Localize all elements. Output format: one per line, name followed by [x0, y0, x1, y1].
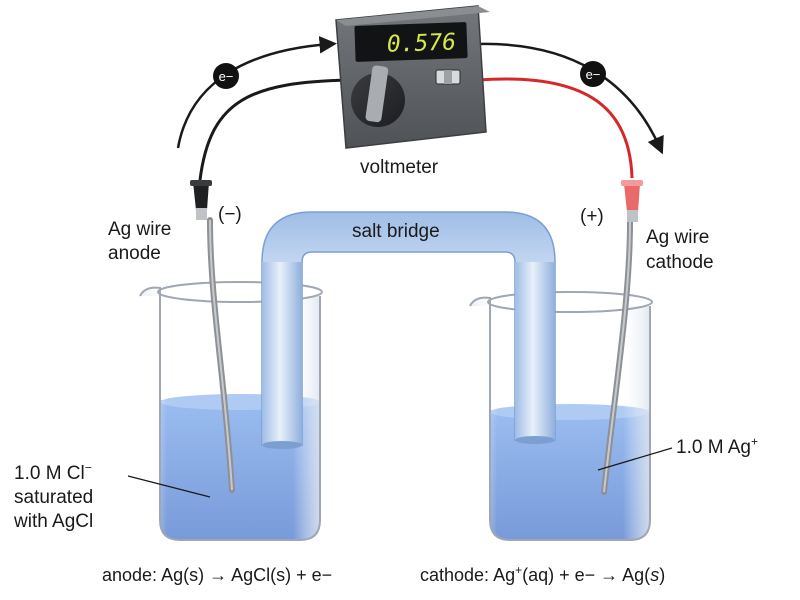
cathode-solution-text: 1.0 M Ag	[676, 437, 751, 458]
voltmeter-label: voltmeter	[360, 157, 439, 178]
cathode-label-line2: cathode	[646, 252, 714, 273]
cathode-reaction-prefix: cathode: Ag	[420, 565, 516, 585]
electron-label-right: e−	[586, 67, 601, 82]
cathode-solution-sup: +	[751, 434, 759, 449]
electron-flow-arrow-left	[176, 36, 337, 149]
salt-bridge	[261, 211, 556, 449]
anode-solution-label-line2: saturated	[14, 487, 94, 508]
cathode-solution-label: 1.0 M Ag+	[676, 436, 758, 460]
anode-solution-label-line3: with AgCl	[14, 511, 94, 532]
leader-cathode-solution	[597, 447, 673, 471]
knob-pointer	[365, 65, 389, 123]
salt-bridge-label: salt bridge	[352, 221, 440, 242]
cathode-reaction-sup: +	[515, 563, 523, 577]
wire-negative	[198, 78, 351, 181]
electron-badge-left: e−	[213, 63, 239, 89]
electron-label-left: e−	[219, 69, 234, 84]
anode-solution-sup: −	[84, 460, 92, 475]
voltmeter-reading: 0.576	[386, 29, 456, 57]
cathode-label-line1: Ag wire	[646, 227, 710, 248]
anode-polarity: (−)	[218, 204, 242, 225]
cathode-reaction: cathode: Ag+(aq) + e− → Ag(s)	[420, 563, 665, 587]
anode-label-line1: Ag wire	[108, 219, 172, 240]
anode-solution-label-line1: 1.0 M Cl−	[14, 462, 92, 486]
cathode-polarity: (+)	[580, 206, 604, 227]
electron-badge-right: e−	[580, 61, 606, 87]
leader-anode-solution	[127, 475, 211, 498]
cathode-electrode	[601, 180, 643, 495]
wire-positive	[477, 77, 634, 179]
anode-clip	[193, 182, 209, 210]
anode-electrode	[190, 180, 235, 493]
cathode-reaction-mid: (aq) + e− → Ag(	[522, 565, 651, 585]
cathode-reaction-italic: s	[650, 565, 660, 585]
anode-label-line2: anode	[108, 243, 161, 264]
voltmeter-display	[354, 22, 468, 62]
electron-flow-arrow-right	[477, 42, 664, 155]
anode-reaction: anode: Ag(s) → AgCl(s) + e−	[102, 565, 333, 585]
anode-solution-text: 1.0 M Cl	[14, 463, 85, 484]
cathode-clip	[624, 184, 640, 212]
cathode-reaction-end: )	[659, 565, 666, 585]
voltmeter: 0.576	[335, 5, 490, 149]
